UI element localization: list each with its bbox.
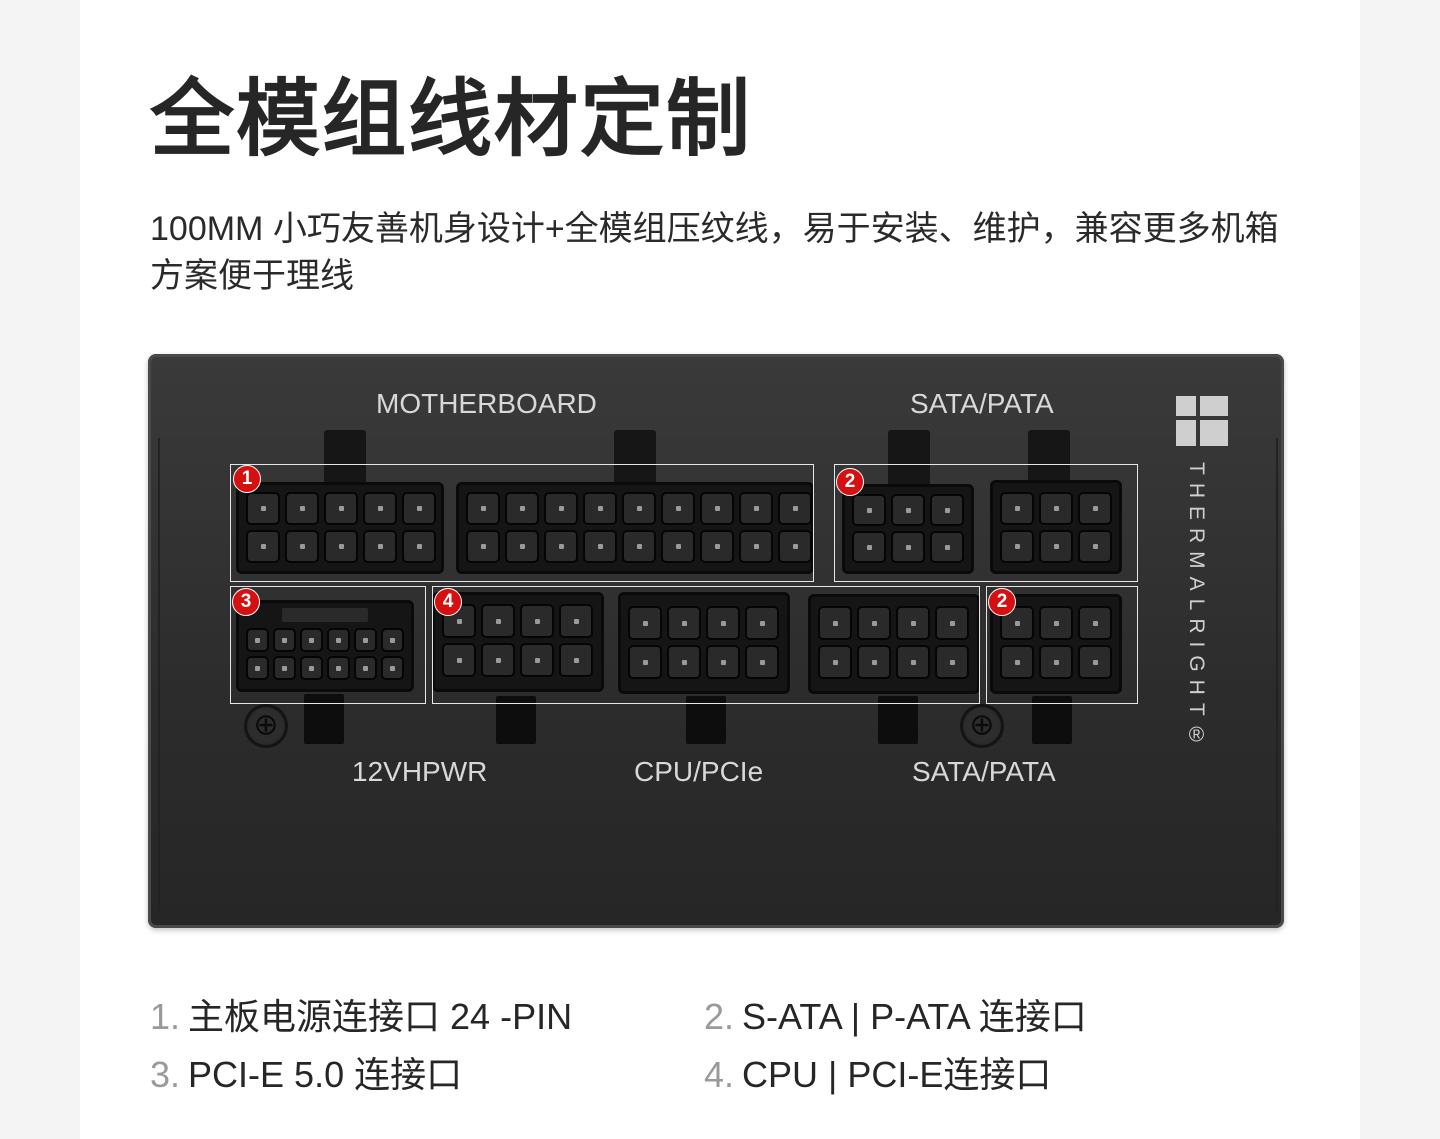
- highlight-sata-bottom: [986, 586, 1138, 704]
- highlight-motherboard: [230, 464, 814, 582]
- connector-latch: [686, 696, 726, 744]
- cpu-pcie-connector-1: [432, 592, 604, 692]
- screw-icon: ⊕: [960, 704, 1004, 748]
- highlight-12vhpwr: [230, 586, 426, 704]
- brand-name: THERMALRIGHT®: [1185, 462, 1208, 755]
- badge-2: 2: [836, 468, 864, 496]
- label-12vhpwr: 12VHPWR: [352, 756, 488, 787]
- badge-3: 3: [232, 588, 260, 616]
- connector-latch: [1028, 430, 1070, 486]
- label-cpu-pcie: CPU/PCIe: [634, 756, 764, 787]
- cpu-pcie-connector-2: [618, 592, 790, 694]
- label-sata-bottom: SATA/PATA: [912, 756, 1056, 787]
- sata-connector-top-right: [990, 480, 1122, 574]
- badge-2-bottom: 2: [988, 588, 1016, 616]
- psu-panel-frame: [158, 438, 1278, 912]
- motherboard-14pin-connector: [456, 482, 814, 574]
- connector-latch: [304, 694, 344, 744]
- legend-item-1: 1.主板电源连接口 24 -PIN: [150, 996, 573, 1037]
- highlight-sata-top: [834, 464, 1138, 582]
- description-text: 100MM 小巧友善机身设计+全模组压纹线，易于安装、维护，兼容更多机箱方案便于…: [150, 210, 1279, 295]
- legend-item-3: 3.PCI-E 5.0 连接口: [150, 1054, 463, 1095]
- 12vhpwr-connector: [236, 600, 414, 692]
- brand-logo-mark: [1176, 420, 1196, 446]
- connector-latch: [614, 430, 656, 488]
- cpu-pcie-connector-3: [808, 594, 980, 694]
- page-title: 全模组线材定制: [150, 72, 753, 166]
- legend-item-4: 4.CPU | PCI-E连接口: [704, 1054, 1052, 1095]
- legend-item-2: 2.S-ATA | P-ATA 连接口: [704, 996, 1087, 1037]
- connector-latch: [1032, 696, 1072, 744]
- highlight-cpu-pcie: [432, 586, 980, 704]
- motherboard-10pin-connector: [236, 482, 444, 574]
- connector-latch: [888, 430, 930, 486]
- brand-logo-mark: [1200, 396, 1228, 416]
- sata-connector-bottom: [990, 594, 1122, 694]
- connector-latch: [324, 430, 366, 488]
- psu-panel-image: MOTHERBOARD SATA/PATA 12VHPWR CPU/PCIe S…: [148, 354, 1284, 928]
- brand-logo-mark: [1176, 396, 1196, 416]
- connector-latch: [496, 696, 536, 744]
- screw-icon: ⊕: [244, 704, 288, 748]
- sata-connector-top-left: [842, 484, 974, 574]
- brand-logo-mark: [1200, 420, 1228, 446]
- connector-latch: [878, 696, 918, 744]
- badge-1: 1: [233, 465, 261, 493]
- label-motherboard: MOTHERBOARD: [376, 388, 597, 419]
- label-sata-top: SATA/PATA: [910, 388, 1054, 419]
- badge-4: 4: [434, 588, 462, 616]
